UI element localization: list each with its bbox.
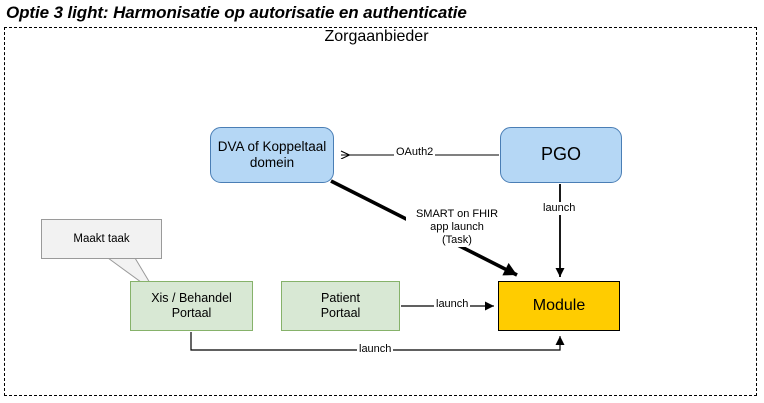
node-xis-behandel-portaal[interactable]: Xis / Behandel Portaal [130,281,253,331]
callout-label: Maakt taak [73,232,130,245]
node-pgo-label: PGO [540,144,581,165]
node-patient-label-line1: Patient [321,290,360,305]
boundary-label: Zorgaanbieder [324,28,429,45]
node-dva-label-line2: domein [249,155,295,170]
edge-label-smart-line1: SMART on FHIR [415,208,499,220]
callout-maakt-taak[interactable]: Maakt taak [41,219,162,259]
node-xis-label: Xis / Behandel Portaal [151,291,232,322]
node-dva-label: DVA of Koppeltaal domein [218,139,327,172]
edge-label-smart-line3: (Task) [442,233,472,246]
node-dva-label-line1: DVA of Koppeltaal [217,138,327,154]
edge-label-launch-patient: launch [434,298,471,311]
node-module-label: Module [532,297,586,315]
node-patient-label-line2: Portaal [320,306,361,320]
node-pgo[interactable]: PGO [500,127,622,183]
edge-label-launch-xis: launch [357,343,394,356]
node-xis-label-line1: Xis / Behandel [151,290,232,305]
edge-label-oauth2: OAuth2 [394,146,436,159]
zorgaanbieder-boundary [4,27,757,396]
node-patient-label: Patient Portaal [321,291,361,322]
node-dva-koppeltaal-domein[interactable]: DVA of Koppeltaal domein [210,127,334,183]
node-xis-label-line2: Portaal [171,306,212,320]
node-module[interactable]: Module [498,281,620,331]
edge-label-smart-line2: app launch [430,220,484,233]
page-title: Optie 3 light: Harmonisatie op autorisat… [6,3,467,22]
edge-label-launch-pgo: launch [541,202,578,215]
node-patient-portaal[interactable]: Patient Portaal [281,281,400,331]
edge-label-smart-on-fhir: SMART on FHIR app launch (Task) [406,208,508,247]
